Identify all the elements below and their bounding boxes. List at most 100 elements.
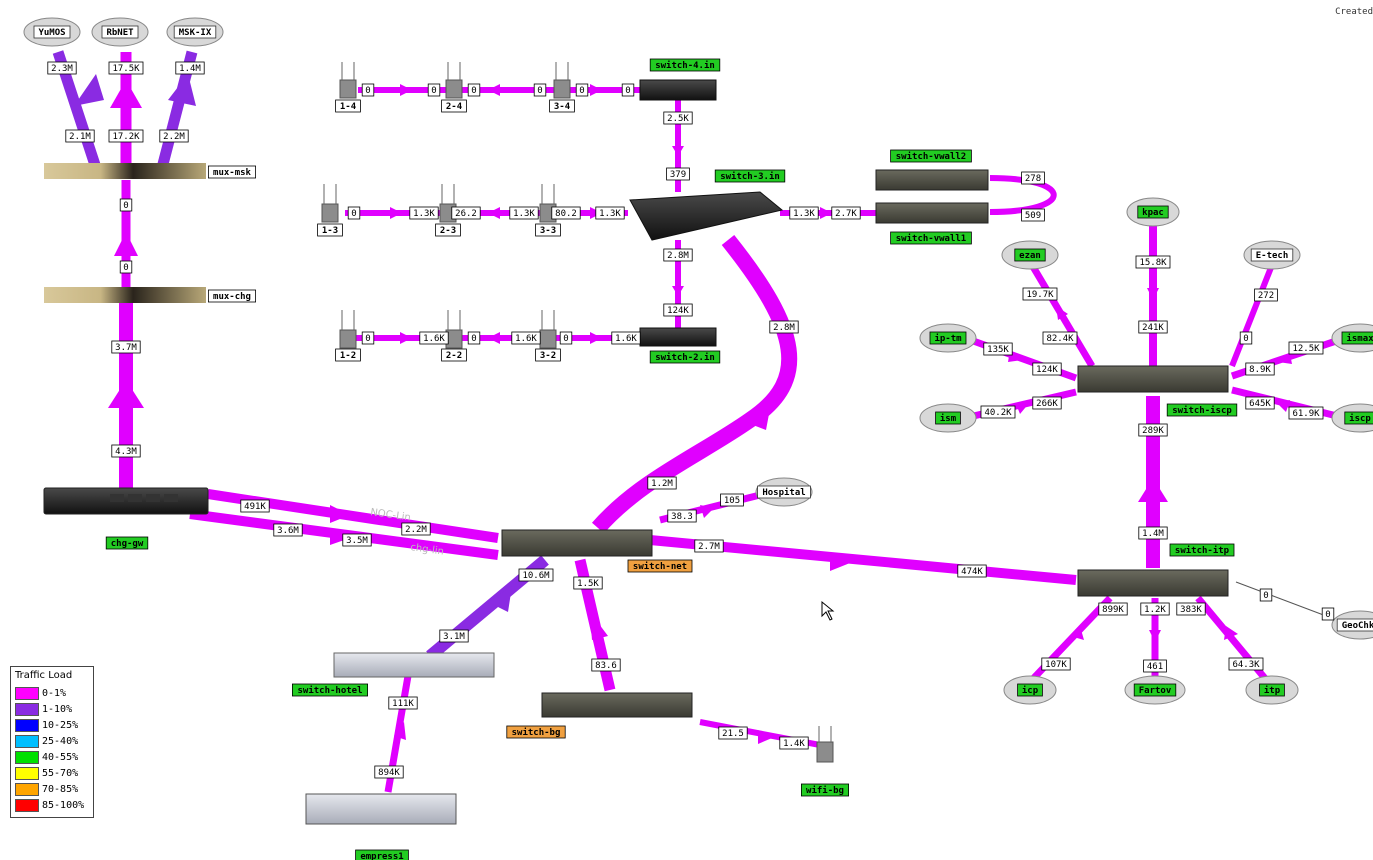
- switch-vwall1-device[interactable]: [875, 202, 989, 224]
- link-value-s3-vw-a: 1.3K: [789, 206, 819, 220]
- legend-item: 25-40%: [11, 733, 93, 749]
- switch-4-device[interactable]: [639, 79, 717, 101]
- legend-label: 85-100%: [42, 799, 85, 811]
- node-label-switch-4[interactable]: switch-4.in: [649, 58, 721, 72]
- link-value-text: 64.3K: [1232, 660, 1260, 670]
- link-value-text: 38.3: [671, 512, 693, 522]
- node-label-ap-2-2[interactable]: 2-2: [441, 348, 467, 362]
- router-ports-icon: [110, 494, 178, 502]
- node-label-kpac[interactable]: kpac: [1137, 205, 1169, 219]
- node-label-switch-3[interactable]: switch-3.in: [714, 169, 786, 183]
- link-value-text: 3.7M: [115, 343, 137, 353]
- node-label-iscp[interactable]: iscp: [1344, 411, 1373, 425]
- node-label-text: RbNET: [106, 28, 134, 38]
- switch-net-device[interactable]: [501, 529, 653, 557]
- node-label-chg-gw[interactable]: chg-gw: [105, 536, 149, 550]
- link-value-text: 645K: [1249, 399, 1271, 409]
- link-value-text: 266K: [1036, 399, 1058, 409]
- link-value-net-bg-a: 1.5K: [573, 576, 603, 590]
- chg-gw-device[interactable]: [43, 487, 209, 515]
- node-label-ismax[interactable]: ismax: [1341, 331, 1373, 345]
- link-value-text: 1.3K: [793, 209, 815, 219]
- node-label-yumos[interactable]: YuMOS: [33, 25, 71, 39]
- node-label-switch-itp[interactable]: switch-itp: [1169, 543, 1235, 557]
- node-label-mux-chg[interactable]: mux-chg: [207, 289, 256, 303]
- link-value-kpac-b: 241K: [1138, 320, 1168, 334]
- switch-itp-device[interactable]: [1077, 569, 1229, 597]
- node-label-switch-net[interactable]: switch-net: [627, 559, 693, 573]
- node-label-text: E-tech: [1256, 251, 1289, 261]
- link-value-s3-d: 1.3K: [509, 206, 539, 220]
- node-label-ap-2-3[interactable]: 2-3: [435, 223, 461, 237]
- node-label-geochk[interactable]: GeoChk: [1336, 618, 1373, 632]
- node-label-itp[interactable]: itp: [1259, 683, 1285, 697]
- node-label-ap-1-3[interactable]: 1-3: [317, 223, 343, 237]
- node-label-switch-iscp[interactable]: switch-iscp: [1166, 403, 1238, 417]
- node-label-ap-3-2[interactable]: 3-2: [535, 348, 561, 362]
- mux-chg-device[interactable]: [44, 287, 206, 303]
- switch-hotel-device[interactable]: [333, 652, 495, 678]
- link-value-text: 1.6K: [615, 334, 637, 344]
- link-value-text: 19.7K: [1026, 290, 1054, 300]
- node-label-ap-1-4[interactable]: 1-4: [335, 99, 361, 113]
- link-value-text: 289K: [1142, 426, 1164, 436]
- node-label-hospital[interactable]: Hospital: [757, 485, 811, 499]
- link-value-text: 1.3K: [413, 209, 435, 219]
- link-value-text: 4.3M: [115, 447, 137, 457]
- node-label-e-tech[interactable]: E-tech: [1250, 248, 1294, 262]
- link-value-text: 272: [1258, 291, 1274, 301]
- link-etech[interactable]: [1229, 263, 1275, 368]
- switch-bg-device[interactable]: [541, 692, 693, 718]
- node-label-switch-bg[interactable]: switch-bg: [506, 725, 566, 739]
- node-label-text: chg-gw: [111, 539, 144, 549]
- node-label-ap-1-2[interactable]: 1-2: [335, 348, 361, 362]
- node-label-ip-tm[interactable]: ip-tm: [929, 331, 967, 345]
- link-value-icp-b: 107K: [1041, 657, 1071, 671]
- node-label-ezan[interactable]: ezan: [1014, 248, 1046, 262]
- links-layer: [52, 50, 1351, 793]
- node-label-switch-hotel[interactable]: switch-hotel: [291, 683, 368, 697]
- node-label-switch-vwall1[interactable]: switch-vwall1: [890, 231, 972, 245]
- mux-msk-device[interactable]: [44, 163, 206, 179]
- node-label-mux-msk[interactable]: mux-msk: [207, 165, 256, 179]
- switch-vwall2-device[interactable]: [875, 169, 989, 191]
- link-value-text: 17.5K: [112, 64, 140, 74]
- node-label-msk-ix[interactable]: MSK-IX: [173, 25, 217, 39]
- node-label-rbnet[interactable]: RbNET: [101, 25, 139, 39]
- link-value-s4-c: 0: [467, 83, 481, 97]
- legend-label: 55-70%: [42, 767, 79, 779]
- link-value-mux-a: 0: [119, 198, 133, 212]
- link-value-text: 105: [724, 496, 740, 506]
- link-value-hotel-emp-b: 894K: [374, 765, 404, 779]
- node-label-wifi-bg[interactable]: wifi-bg: [801, 783, 850, 797]
- link-value-text: 135K: [987, 345, 1009, 355]
- node-label-empress1[interactable]: empress1: [355, 849, 409, 860]
- link-value-s4-b: 0: [427, 83, 441, 97]
- node-label-switch-2[interactable]: switch-2.in: [649, 350, 721, 364]
- link-value-fartov-b: 461: [1143, 659, 1167, 673]
- link-value-text: 0: [471, 334, 476, 344]
- node-label-ap-2-4[interactable]: 2-4: [441, 99, 467, 113]
- node-label-text: wifi-bg: [806, 785, 844, 796]
- link-value-net-bg-b: 83.6: [591, 658, 621, 672]
- node-label-fartov[interactable]: Fartov: [1133, 683, 1177, 697]
- link-vwall[interactable]: [989, 175, 1057, 215]
- node-label-ap-3-3[interactable]: 3-3: [535, 223, 561, 237]
- link-value-text: 10.6M: [522, 571, 550, 581]
- legend-swatch: [15, 718, 39, 732]
- switch-iscp-device[interactable]: [1077, 365, 1229, 393]
- node-label-text: switch-hotel: [297, 685, 362, 696]
- node-label-icp[interactable]: icp: [1017, 683, 1043, 697]
- legend-swatch: [15, 686, 39, 700]
- empress1-device[interactable]: [305, 793, 457, 825]
- link-value-text: 107K: [1045, 660, 1067, 670]
- legend-swatch: [15, 702, 39, 716]
- node-label-ap-3-4[interactable]: 3-4: [549, 99, 575, 113]
- node-label-switch-vwall2[interactable]: switch-vwall2: [890, 149, 972, 163]
- link-value-text: 0: [123, 263, 128, 273]
- node-label-text: switch-4.in: [655, 60, 715, 71]
- node-label-ism[interactable]: ism: [935, 411, 961, 425]
- switch-3-device[interactable]: [629, 191, 784, 241]
- link-value-text: 1.4M: [1142, 529, 1164, 539]
- switch-2-device[interactable]: [639, 327, 717, 347]
